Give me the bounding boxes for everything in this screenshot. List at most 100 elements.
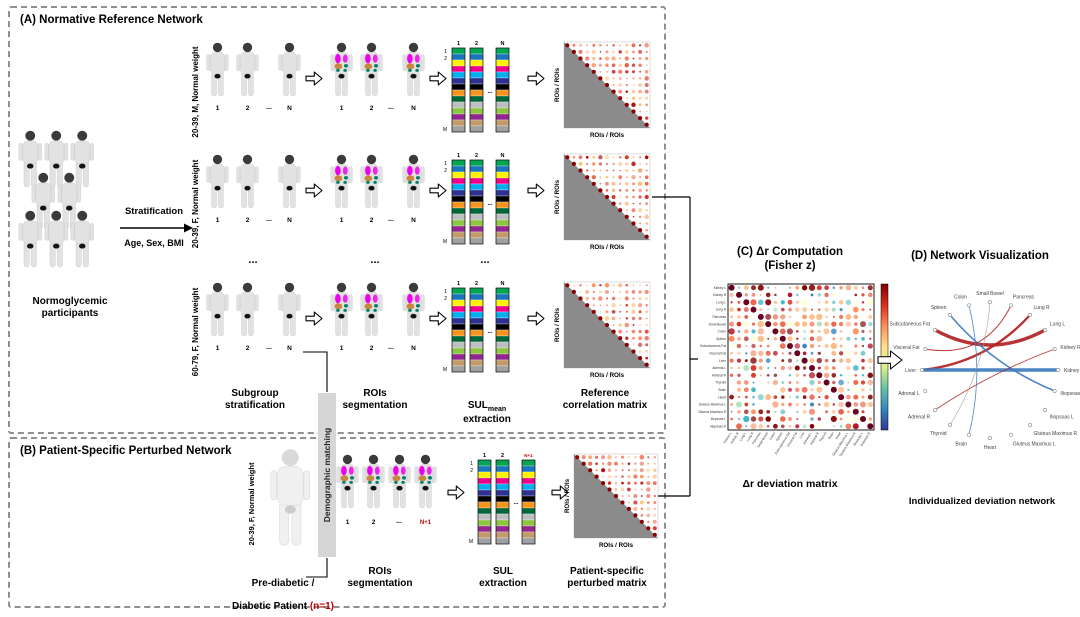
person-roi-segmented [402, 154, 425, 209]
heatmap-row-label: Gluteus Maximus L [699, 403, 727, 407]
heatmap-row-label: Spleen [716, 337, 726, 341]
network-node [1028, 423, 1032, 427]
network-node [967, 432, 971, 437]
person-roi-segmented [360, 282, 383, 337]
svg-label: 2 [475, 153, 478, 159]
person-silhouette [278, 42, 301, 97]
person-roi-segmented [388, 454, 411, 509]
svg-label: ... [396, 518, 402, 525]
participants-cluster [18, 130, 94, 268]
heatmap-col-label: Spleen [775, 431, 784, 442]
patient-rotated-label: 20-39, F, Normal weight [247, 462, 256, 545]
flow-arrow-icon [527, 183, 545, 198]
heatmap-col-label: Adrenal R [809, 431, 820, 446]
heatmap-row-label: Pancreas [713, 315, 727, 319]
network-node-label: Kidney R [1060, 345, 1080, 351]
svg-label: ... [513, 500, 518, 506]
person-roi-segmented [360, 42, 383, 97]
svg-label: 1 [346, 519, 350, 526]
svg-label: ... [266, 344, 272, 351]
svg-label: 2 [444, 56, 447, 62]
svg-label: 1 [470, 461, 473, 467]
svg-label: ... [487, 201, 492, 207]
svg-label: 2 [246, 345, 250, 352]
matrix-x-axis-label: ROIs / ROIs [599, 542, 634, 549]
svg-label: M [443, 127, 447, 133]
person-patient-faint [270, 449, 311, 546]
sul-stack [469, 159, 484, 245]
heatmap-col-label: Kidney R [730, 431, 741, 445]
heatmap-row-label: Adrenal R [712, 373, 727, 377]
svg-label: 2 [444, 168, 447, 174]
matrix-y-axis-label: ROIs / ROIs [554, 67, 561, 102]
network-node-label: Visceral Fat [893, 345, 920, 351]
subgroup-rotated-label: 20-39, F, Normal weight [191, 159, 200, 248]
person-silhouette [236, 282, 259, 337]
network-node [967, 303, 971, 308]
heatmap-row-label: Thyroid [715, 381, 726, 385]
svg-label: 1 [216, 217, 220, 224]
network-edge [924, 304, 1012, 352]
svg-label: 2 [370, 105, 374, 112]
b-perturbed-matrix-label: Patient-specific perturbed matrix [567, 566, 647, 589]
panel-b: (B) Patient-Specific Perturbed Network [8, 437, 666, 608]
heatmap-col-label: Pancreas [751, 431, 762, 445]
svg-label: 1 [444, 49, 447, 55]
heatmap-row-label: Colon [718, 330, 727, 334]
network-node-label: Kidney L [1064, 368, 1080, 374]
network-node [1009, 303, 1013, 308]
patient-figure: 20-39, F, Normal weight [247, 449, 311, 546]
svg-label: 2 [372, 519, 376, 526]
b-sul-extraction-label: SUL extraction [479, 566, 527, 589]
network-node [1009, 432, 1013, 437]
svg-label: 1 [340, 217, 344, 224]
matrix-y-axis-label: ROIs / ROIs [554, 179, 561, 214]
svg-label: N [287, 217, 292, 224]
svg-label: 1 [216, 105, 220, 112]
flow-arrow-icon [429, 311, 447, 326]
person-roi-segmented [336, 454, 359, 509]
matrix-y-axis-label: ROIs / ROIs [554, 307, 561, 342]
network-node-label: Adrenal R [908, 415, 931, 421]
heatmap-col-label: Colon [768, 431, 776, 440]
network-node-label: Subcutaneous Fat [890, 322, 931, 328]
network-node [920, 368, 924, 372]
heatmap-row-label: Visceral Fat [709, 351, 726, 355]
network-node-label: Thyroid [930, 431, 947, 437]
matrix-x-axis-label: ROIs / ROIs [590, 132, 625, 139]
heatmap-col-label: Heart [834, 431, 842, 440]
person-silhouette [70, 210, 94, 268]
network-edge [968, 304, 978, 436]
svg-label: N [287, 105, 292, 112]
c-to-d-arrow [877, 350, 903, 370]
heatmap-row-label: Kidney R [713, 293, 727, 297]
network-edge [949, 314, 1056, 392]
network-node-label: Heart [984, 445, 997, 451]
flow-arrow-icon [447, 485, 465, 500]
svg-label: ... [487, 329, 492, 335]
person-silhouette [206, 42, 229, 97]
svg-label: 1 [340, 105, 344, 112]
flow-arrow-icon [877, 350, 903, 370]
b-rois-segmentation-label: ROIs segmentation [347, 566, 413, 589]
network-node [923, 347, 928, 351]
svg-label: 2 [370, 217, 374, 224]
person-roi-segmented [414, 454, 437, 509]
network-node-label: Pancreas [1013, 295, 1035, 301]
svg-label: N [411, 217, 416, 224]
panel-d-title: (D) Network Visualization [911, 250, 1049, 262]
person-silhouette [44, 210, 68, 268]
svg-label: ... [266, 104, 272, 111]
heatmap-row-label: Iliopsoas L [711, 417, 726, 421]
stratification-criteria-label: Age, Sex, BMI [124, 238, 184, 248]
person-silhouette [70, 130, 94, 188]
svg-label: 1 [340, 345, 344, 352]
ellipsis-rois: ... [370, 254, 380, 266]
network-node [933, 408, 937, 412]
heatmap-row-label: Gluteus Maximus R [698, 410, 727, 414]
network-node [988, 436, 992, 440]
